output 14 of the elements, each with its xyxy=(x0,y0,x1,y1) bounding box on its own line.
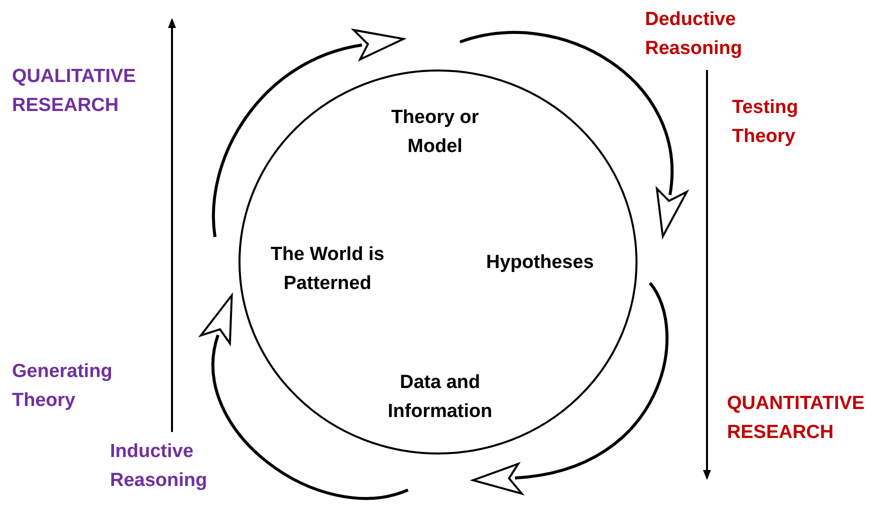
curved-arrow xyxy=(200,292,408,500)
side-label: QUANTITATIVE RESEARCH xyxy=(727,392,866,445)
side-label: Testing Theory xyxy=(732,96,800,149)
side-label: Deductive Reasoning xyxy=(645,8,744,61)
node-text: The World is Patterned xyxy=(255,240,400,300)
curved-arrow xyxy=(460,31,688,238)
side-label: QUALITATIVE RESEARCH xyxy=(12,65,137,118)
node-text: Theory or Model xyxy=(370,103,500,163)
curved-arrow xyxy=(212,30,404,238)
side-label: Inductive Reasoning xyxy=(110,440,208,493)
curved-arrow xyxy=(472,282,668,494)
node-text: Data and Information xyxy=(375,368,505,428)
node-text: Hypotheses xyxy=(470,248,610,278)
side-label: Generating Theory xyxy=(12,360,114,413)
